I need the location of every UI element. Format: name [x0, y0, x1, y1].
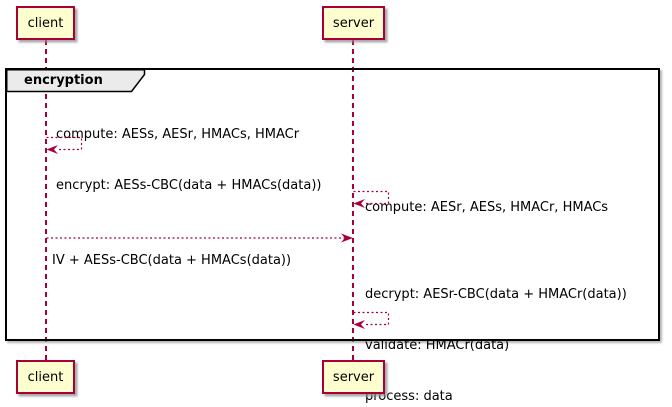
participant-server-bottom: server [322, 360, 385, 394]
participant-client-label: client [27, 15, 64, 31]
lifeline-server [352, 40, 354, 360]
message-2-self-arrow-line [353, 190, 390, 205]
message-1-line-2: encrypt: AESs-CBC(data + HMACs(data)) [56, 178, 322, 193]
message-2-arrowhead [353, 199, 365, 208]
message-2-text: compute: AESr, AESs, HMACr, HMACs [365, 165, 608, 250]
message-1-text: compute: AESs, AESr, HMACs, HMACr encryp… [56, 92, 321, 228]
message-3-line-1: IV + AESs-CBC(data + HMACs(data)) [52, 253, 292, 268]
message-4-line-3: process: data [365, 389, 453, 404]
message-4-line-2: validate: HMACr(data) [365, 338, 510, 353]
message-4-text: decrypt: AESr-CBC(data + HMACr(data)) va… [365, 252, 627, 407]
lifeline-client [45, 40, 47, 360]
message-4-arrowhead [353, 320, 365, 329]
message-3-arrow [46, 233, 353, 243]
message-2-line-1: compute: AESr, AESs, HMACr, HMACs [365, 200, 609, 215]
message-1-line-1: compute: AESs, AESr, HMACs, HMACr [56, 127, 300, 142]
message-3-arrowhead [341, 233, 353, 243]
participant-server-top: server [322, 6, 385, 40]
message-4-self-arrow-line [353, 311, 390, 326]
message-3-text: IV + AESs-CBC(data + HMACs(data)) [52, 218, 291, 303]
participant-client-top: client [16, 6, 75, 40]
message-1-arrowhead [46, 145, 58, 154]
participant-client-bottom-label: client [27, 369, 64, 385]
message-2-self-arrow [353, 190, 390, 208]
message-4-line-1: decrypt: AESr-CBC(data + HMACr(data)) [365, 287, 627, 302]
message-1-self-arrow-line [46, 136, 83, 151]
participant-server-label: server [332, 15, 375, 31]
message-4-self-arrow [353, 311, 390, 329]
message-1-self-arrow [46, 136, 83, 154]
participant-server-bottom-label: server [332, 369, 375, 385]
frame-encryption [5, 68, 660, 341]
frame-label: encryption [24, 73, 103, 88]
frame-label-pentagon [6, 69, 146, 93]
participant-client-bottom: client [16, 360, 75, 394]
frame-label-pentagon-shape [6, 69, 146, 93]
